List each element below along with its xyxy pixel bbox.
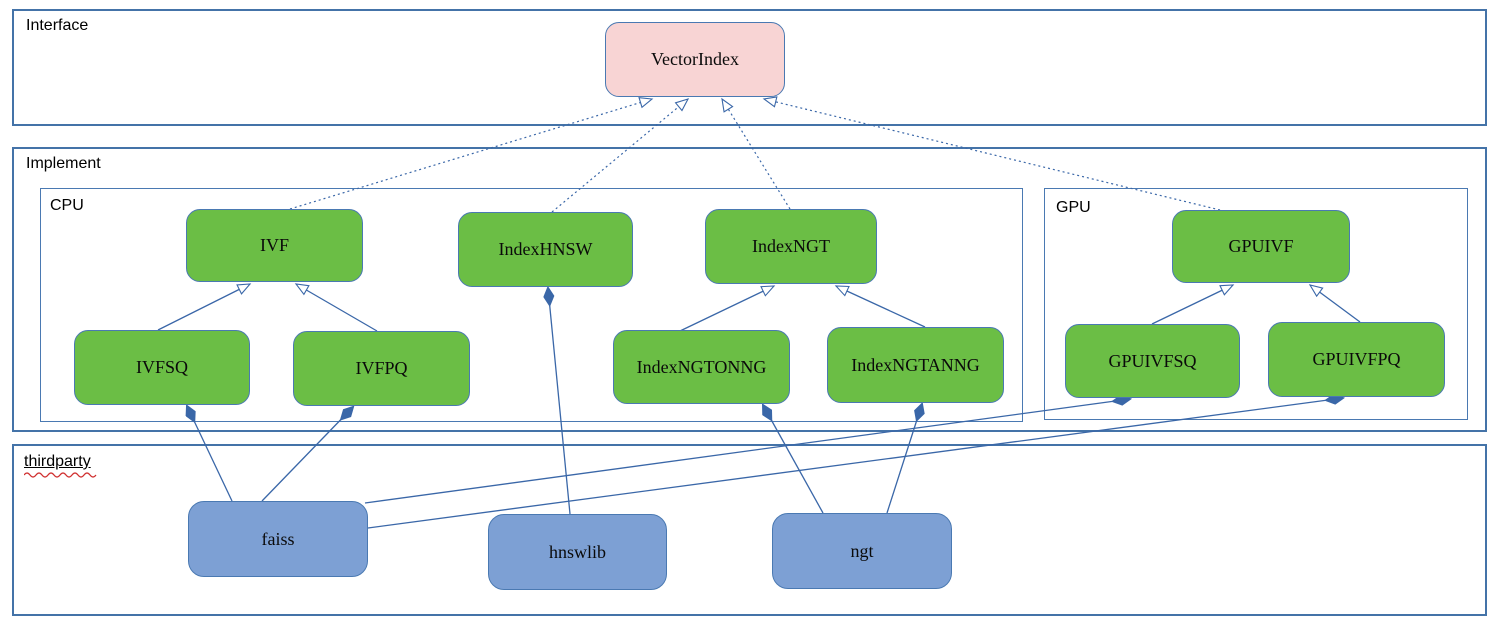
node-indexngtanng-label: IndexNGTANNG bbox=[851, 354, 980, 375]
group-label-thirdparty: thirdparty bbox=[24, 453, 91, 470]
node-ivfsq[interactable]: IVFSQ bbox=[74, 330, 250, 405]
group-label-implement: Implement bbox=[26, 155, 101, 172]
node-gpuivfsq[interactable]: GPUIVFSQ bbox=[1065, 324, 1240, 398]
node-indexngt[interactable]: IndexNGT bbox=[705, 209, 877, 284]
node-gpuivfpq-label: GPUIVFPQ bbox=[1312, 349, 1401, 369]
node-gpuivfpq[interactable]: GPUIVFPQ bbox=[1268, 322, 1445, 397]
spellcheck-squiggle bbox=[24, 472, 97, 478]
node-ngt-label: ngt bbox=[850, 540, 874, 561]
group-label-thirdparty-wrap: thirdparty bbox=[24, 453, 102, 478]
group-label-gpu: GPU bbox=[1056, 199, 1091, 216]
node-ngt[interactable]: ngt bbox=[772, 513, 952, 589]
node-gpuivf-label: GPUIVF bbox=[1228, 236, 1294, 256]
group-label-interface: Interface bbox=[26, 17, 89, 34]
node-hnswlib-label: hnswlib bbox=[548, 541, 606, 562]
node-vectorindex-label: VectorIndex bbox=[651, 49, 739, 69]
node-indexhnsw[interactable]: IndexHNSW bbox=[458, 212, 633, 287]
node-vectorindex[interactable]: VectorIndex bbox=[605, 22, 785, 97]
node-ivfsq-label: IVFSQ bbox=[135, 357, 188, 377]
node-hnswlib[interactable]: hnswlib bbox=[488, 514, 667, 590]
node-faiss-label: faiss bbox=[261, 528, 295, 549]
node-ivfpq-label: IVFPQ bbox=[355, 358, 408, 378]
node-indexngtanng[interactable]: IndexNGTANNG bbox=[827, 327, 1004, 403]
node-gpuivfsq-label: GPUIVFSQ bbox=[1108, 350, 1197, 371]
node-faiss[interactable]: faiss bbox=[188, 501, 368, 577]
node-indexngtonng[interactable]: IndexNGTONNG bbox=[613, 330, 790, 404]
node-ivf-label: IVF bbox=[259, 235, 289, 255]
node-ivfpq[interactable]: IVFPQ bbox=[293, 331, 470, 406]
group-label-cpu: CPU bbox=[50, 197, 84, 214]
node-indexngt-label: IndexNGT bbox=[752, 236, 830, 256]
node-gpuivf[interactable]: GPUIVF bbox=[1172, 210, 1350, 283]
node-indexngtonng-label: IndexNGTONNG bbox=[636, 356, 767, 377]
node-indexhnsw-label: IndexHNSW bbox=[498, 239, 593, 259]
node-ivf[interactable]: IVF bbox=[186, 209, 363, 282]
